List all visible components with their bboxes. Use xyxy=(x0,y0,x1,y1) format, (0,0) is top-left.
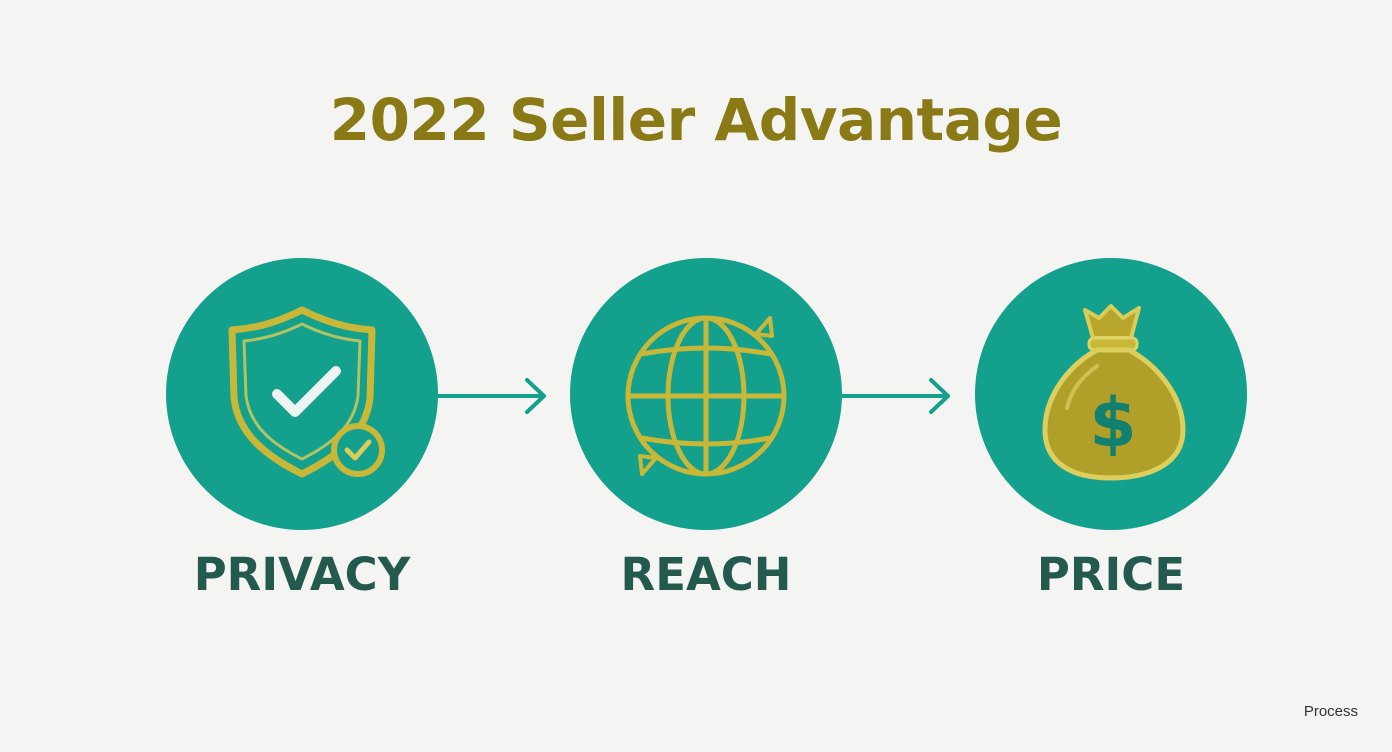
step-reach: REACH xyxy=(570,258,842,601)
arrow-right-icon xyxy=(438,378,546,414)
watermark-text: Process xyxy=(1303,703,1358,720)
step-label-privacy: PRIVACY xyxy=(193,548,411,601)
step-circle-price: $ xyxy=(975,258,1247,530)
money-bag-icon: $ xyxy=(1042,304,1186,481)
step-label-reach: REACH xyxy=(620,548,792,601)
step-circle-reach xyxy=(570,258,842,530)
shield-check-icon xyxy=(228,306,385,478)
step-price: $ PRICE xyxy=(975,258,1247,601)
svg-text:$: $ xyxy=(1089,384,1136,463)
diagram-title: 2022 Seller Advantage xyxy=(329,86,1063,154)
arrow-right-icon xyxy=(842,378,950,414)
step-privacy: PRIVACY xyxy=(166,258,438,601)
globe-icon xyxy=(625,315,787,477)
step-label-price: PRICE xyxy=(1036,548,1186,601)
step-circle-privacy xyxy=(166,258,438,530)
